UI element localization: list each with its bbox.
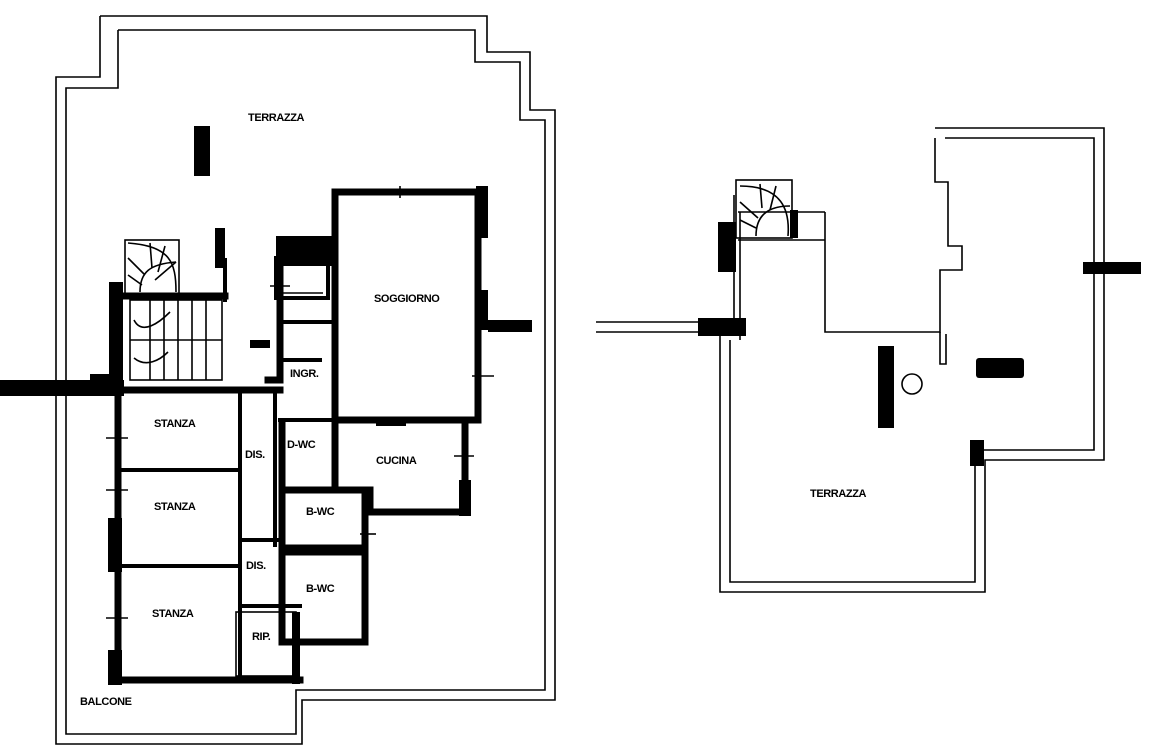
terrace-label-right: TERRAZZA [810, 488, 867, 500]
terrace-round-column [901, 373, 923, 395]
room-label-stanza-3: STANZA [152, 608, 194, 620]
room-label-stanza-2: STANZA [154, 501, 196, 513]
terrace-label-left: TERRAZZA [248, 112, 305, 124]
left-floor-plan: TERRAZZA SOGGIORNO INGR. D-WC CUCINA STA… [0, 15, 556, 745]
left-room-labels: TERRAZZA SOGGIORNO INGR. D-WC CUCINA STA… [80, 112, 441, 708]
room-label-ripostiglio: RIP. [252, 631, 271, 643]
door-window-marks-left [106, 186, 494, 619]
spiral-staircase-left [124, 239, 180, 296]
spiral-staircase-right [735, 179, 798, 239]
right-walls [698, 138, 1141, 466]
room-label-b-wc-1: B-WC [306, 506, 335, 518]
room-label-balcone: BALCONE [80, 696, 132, 708]
right-floor-plan: TERRAZZA [596, 127, 1141, 593]
terrace-pillar-wide [976, 358, 1024, 378]
straight-staircase [129, 299, 223, 381]
room-label-soggiorno: SOGGIORNO [374, 293, 440, 305]
terrace-outline-left [55, 15, 556, 745]
left-walls [0, 186, 532, 685]
terrace-pillar [194, 126, 210, 176]
room-label-dis-1: DIS. [245, 449, 265, 461]
room-label-d-wc: D-WC [287, 439, 316, 451]
room-label-cucina: CUCINA [376, 455, 417, 467]
utility-shaft [274, 256, 330, 300]
room-label-dis-2: DIS. [246, 560, 266, 572]
room-label-b-wc-2: B-WC [306, 583, 335, 595]
room-label-ingresso: INGR. [290, 368, 319, 380]
terrace-pillar-tall [878, 346, 894, 428]
room-label-stanza-1: STANZA [154, 418, 196, 430]
